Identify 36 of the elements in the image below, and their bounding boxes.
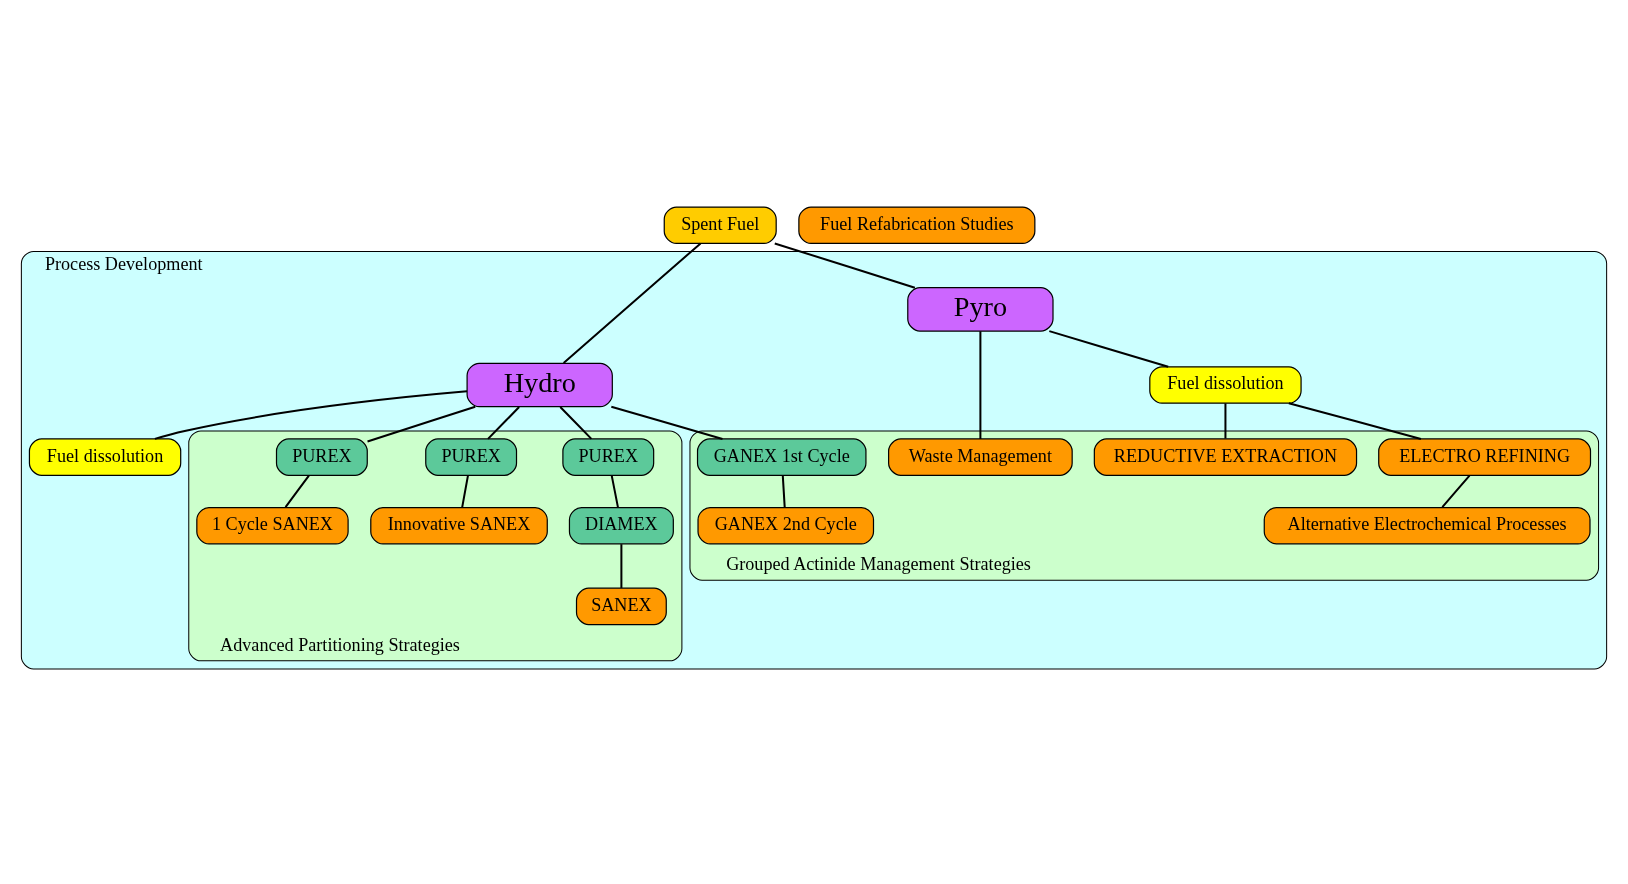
connector [1441, 474, 1471, 508]
node-box: SANEX [575, 587, 667, 626]
node-box: Innovative SANEX [370, 506, 548, 545]
connector [979, 331, 982, 439]
connector [1224, 403, 1227, 439]
connector [774, 242, 916, 289]
connector [620, 544, 623, 588]
connector [487, 406, 520, 440]
node-box: 1 Cycle SANEX [196, 506, 349, 545]
connector [367, 405, 476, 443]
node-box: DIAMEX [568, 506, 674, 545]
node-box: Fuel Refabrication Studies [798, 206, 1036, 244]
node-box: GANEX 1st Cycle [696, 438, 867, 476]
node-box: Fuel dissolution [1149, 366, 1302, 404]
node-box: Spent Fuel [663, 206, 777, 244]
connector [1288, 402, 1422, 440]
node-box: PUREX [425, 438, 518, 476]
connector [284, 475, 310, 508]
connector [461, 475, 469, 508]
connector [559, 406, 593, 440]
node-box: Pyro [907, 287, 1054, 332]
node-box: PUREX [562, 438, 655, 476]
node-box: ELECTRO REFINING [1378, 438, 1592, 476]
connector [562, 242, 702, 364]
node-box: GANEX 2nd Cycle [697, 506, 875, 545]
connector [610, 475, 619, 508]
node-box: REDUCTIVE EXTRACTION [1093, 438, 1358, 476]
node-box: Alternative Electrochemical Processes [1263, 506, 1591, 545]
node-box: Fuel dissolution [28, 438, 182, 476]
connector [154, 390, 468, 440]
node-box: Waste Management [888, 438, 1073, 476]
node-box: PUREX [275, 438, 368, 476]
connector [1049, 330, 1169, 368]
connector [611, 405, 723, 440]
node-box: Hydro [466, 362, 613, 408]
connector [781, 475, 786, 508]
